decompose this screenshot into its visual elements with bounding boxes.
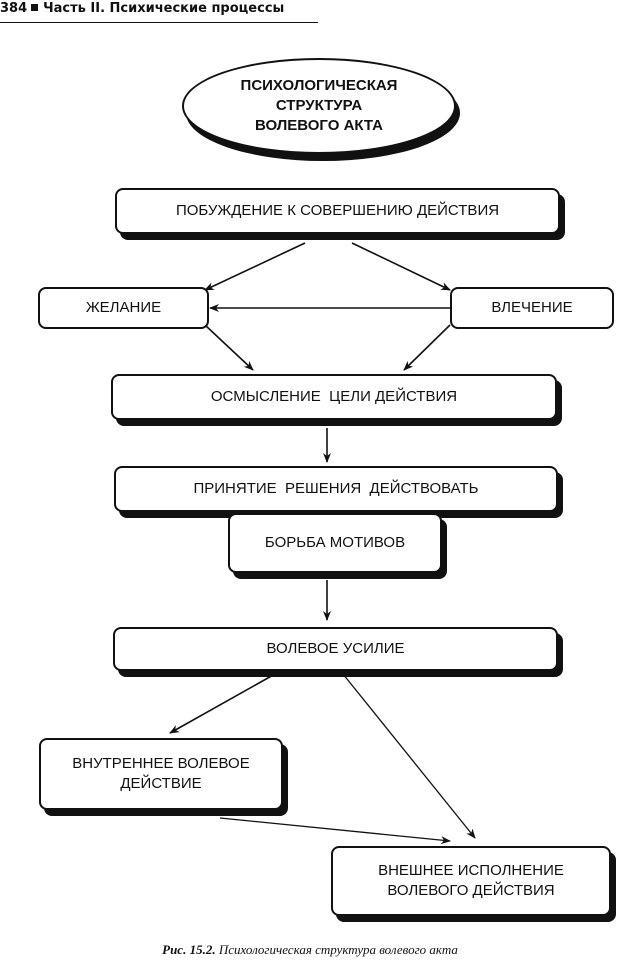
chapter-title: Часть II. Психические процессы: [43, 1, 285, 16]
node-desire-label: ЖЕЛАНИЕ: [85, 299, 162, 316]
black-square-icon: [31, 4, 39, 11]
node-effort: ВОЛЕВОЕ УСИЛИЕ: [113, 627, 558, 671]
node-external: ВНЕШНЕЕ ИСПОЛНЕНИЕ ВОЛЕВОГО ДЕЙСТВИЯ: [331, 846, 611, 916]
node-goal: ОСМЫСЛЕНИЕ ЦЕЛИ ДЕЙСТВИЯ: [111, 374, 557, 420]
arrow-internal-to-external: [219, 817, 451, 845]
node-internal-label: ВНУТРЕННЕЕ ВОЛЕВОЕ ДЕЙСТВИЕ: [72, 755, 250, 792]
node-effort-label: ВОЛЕВОЕ УСИЛИЕ: [266, 640, 405, 657]
node-motive-label: ПОБУЖДЕНИЕ К СОВЕРШЕНИЮ ДЕЙСТВИЯ: [175, 202, 500, 219]
node-attraction: ВЛЕЧЕНИЕ: [450, 287, 614, 329]
root-ellipse: ПСИХОЛОГИЧЕСКАЯ СТРУКТУРА ВОЛЕВОГО АКТА: [182, 58, 456, 154]
node-attraction-label: ВЛЕЧЕНИЕ: [491, 299, 573, 316]
running-header: 384 Часть II. Психические процессы: [0, 0, 318, 23]
node-external-label: ВНЕШНЕЕ ИСПОЛНЕНИЕ ВОЛЕВОГО ДЕЙСТВИЯ: [378, 862, 564, 899]
figure-caption: Рис. 15.2. Психологическая структура вол…: [0, 942, 620, 958]
arrow-effort-to-internal: [169, 673, 276, 734]
arrow-attraction-to-goal: [403, 324, 451, 371]
page-number: 384: [0, 1, 28, 16]
node-internal: ВНУТРЕННЕЕ ВОЛЕВОЕ ДЕЙСТВИЕ: [39, 738, 283, 810]
arrow-motive-to-attraction: [351, 242, 451, 291]
arrow-motive-to-desire: [204, 242, 306, 291]
node-struggle: БОРЬБА МОТИВОВ: [228, 513, 442, 573]
figure-caption-label: Рис. 15.2.: [162, 942, 216, 957]
figure-caption-text: Психологическая структура волевого акта: [218, 942, 458, 957]
node-decision-label: ПРИНЯТИЕ РЕШЕНИЯ ДЕЙСТВОВАТЬ: [193, 480, 479, 497]
node-goal-label: ОСМЫСЛЕНИЕ ЦЕЛИ ДЕЙСТВИЯ: [210, 388, 458, 405]
root-title: ПСИХОЛОГИЧЕСКАЯ СТРУКТУРА ВОЛЕВОГО АКТА: [240, 77, 398, 134]
node-struggle-label: БОРЬБА МОТИВОВ: [264, 534, 406, 551]
node-decision: ПРИНЯТИЕ РЕШЕНИЯ ДЕЙСТВОВАТЬ: [114, 466, 558, 512]
node-desire: ЖЕЛАНИЕ: [38, 287, 209, 329]
node-motive: ПОБУЖДЕНИЕ К СОВЕРШЕНИЮ ДЕЙСТВИЯ: [115, 188, 560, 234]
arrow-desire-to-goal: [204, 324, 254, 371]
arrow-effort-to-external: [342, 673, 476, 839]
